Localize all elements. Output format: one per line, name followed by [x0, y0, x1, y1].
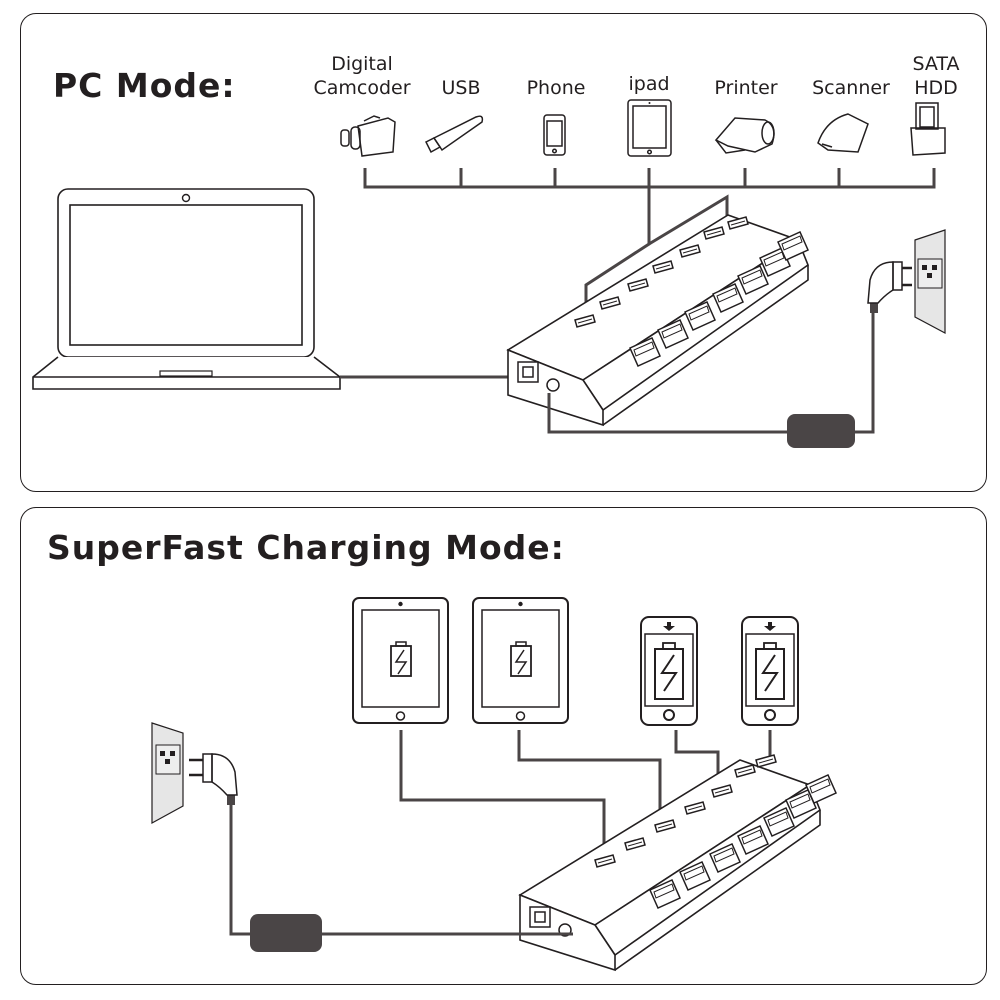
device-label-usb: USB [441, 77, 481, 99]
label-line1: Digital [331, 53, 393, 75]
device-label-printer: Printer [714, 77, 778, 99]
label-line2: HDD [914, 77, 958, 99]
device-label-sata-hdd: SATA HDD [912, 52, 959, 100]
device-label-ipad: ipad [628, 73, 670, 95]
device-label-camcorder: Digital Camcoder [313, 52, 410, 100]
device-label-scanner: Scanner [812, 77, 890, 99]
pc-mode-title: PC Mode: [53, 66, 236, 105]
device-label-phone: Phone [526, 77, 586, 99]
label-line2: Camcoder [313, 77, 411, 99]
charging-mode-panel [20, 507, 987, 985]
label-line1: SATA [912, 53, 960, 75]
charging-mode-title: SuperFast Charging Mode: [47, 528, 565, 567]
